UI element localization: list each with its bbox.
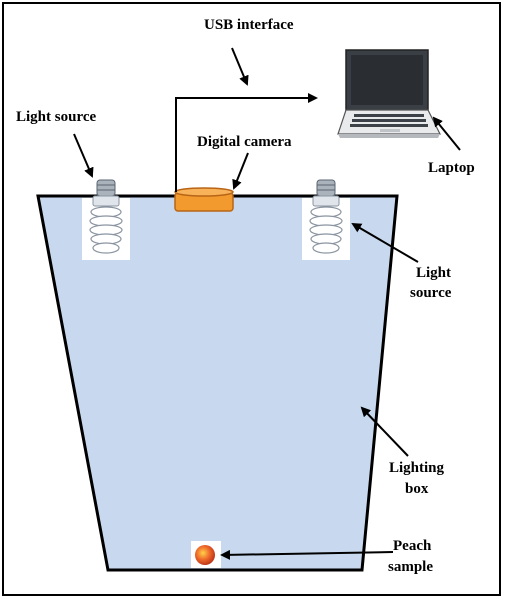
peach-sample-label-2: sample — [388, 559, 433, 575]
laptop-label: Laptop — [428, 160, 475, 176]
light-source-right-arrow — [351, 222, 419, 263]
cfl-bulb-icon — [302, 179, 350, 260]
lighting-box-label-1: Lighting — [389, 460, 445, 476]
laptop-icon — [337, 49, 441, 138]
light-source-left-label: Light source — [16, 109, 96, 125]
peach-arrow — [220, 549, 394, 560]
peach-sample — [191, 541, 221, 568]
usb-arrow — [231, 47, 249, 86]
usb-cable — [175, 93, 318, 192]
cfl-bulb-icon — [82, 179, 130, 260]
figure-border — [2, 2, 501, 596]
digital-camera-label: Digital camera — [197, 134, 292, 150]
light-source-right-label-1: Light — [416, 265, 451, 281]
laptop-arrow — [432, 116, 461, 151]
lighting-box-arrow — [360, 406, 409, 457]
digital-camera-arrow — [232, 152, 249, 190]
light-source-left-arrow — [73, 133, 94, 178]
lighting-box — [36, 194, 399, 572]
peach-sample-label-1: Peach — [393, 538, 432, 554]
digital-camera — [174, 187, 234, 212]
light-source-right-label-2: source — [410, 285, 452, 301]
lighting-box-label-2: box — [405, 481, 429, 497]
usb-interface-label: USB interface — [204, 17, 294, 33]
